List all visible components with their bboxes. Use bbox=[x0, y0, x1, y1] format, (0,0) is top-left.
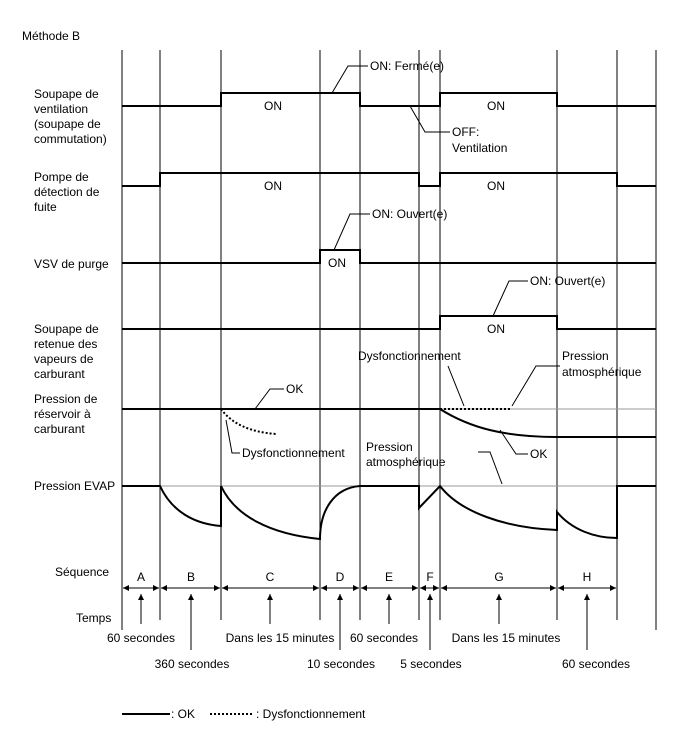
duration-pointers bbox=[138, 594, 590, 650]
phase-boundaries bbox=[159, 50, 618, 620]
time-label: Temps bbox=[76, 611, 111, 625]
tank-ok-callout-right: OK bbox=[530, 447, 547, 461]
row-labels: Soupape de ventilation (soupape de commu… bbox=[34, 87, 115, 493]
evap-atm-callout-2: atmosphérique bbox=[366, 455, 446, 469]
vapor-valve-signal: ON ON: Ouvert(e) bbox=[122, 274, 656, 336]
evap-pressure-signal: Pression atmosphérique bbox=[122, 440, 656, 541]
label-tank-pressure: Pression de réservoir à carburant bbox=[34, 392, 101, 436]
sequence-letter: B bbox=[187, 570, 195, 584]
evap-atm-callout-1: Pression bbox=[366, 440, 413, 454]
vent-off-callout-1: OFF: bbox=[452, 125, 479, 139]
sequence-label: Séquence bbox=[55, 565, 109, 579]
label-evap-pressure: Pression EVAP bbox=[34, 479, 115, 493]
sequence-letter: H bbox=[583, 570, 592, 584]
diagram-title: Méthode B bbox=[22, 29, 80, 43]
callout-leader bbox=[331, 65, 368, 94]
purge-open-callout: ON: Ouvert(e) bbox=[372, 207, 447, 221]
callout-leader bbox=[511, 365, 560, 407]
sequence-letter: C bbox=[266, 570, 275, 584]
sequence-letter: F bbox=[426, 570, 433, 584]
duration-label: 60 secondes bbox=[107, 631, 175, 645]
sequence-letters: A B C D E F G H bbox=[137, 570, 591, 584]
duration-label: Dans les 15 minutes bbox=[226, 631, 335, 645]
sequence-letter: G bbox=[494, 570, 503, 584]
callout-leader bbox=[409, 105, 450, 133]
label-vapor-valve: Soupape de retenue des vapeurs de carbur… bbox=[34, 322, 102, 381]
duration-label: 10 secondes bbox=[307, 657, 375, 671]
callout-leader bbox=[254, 388, 284, 410]
tank-atm-callout-2: atmosphérique bbox=[562, 365, 642, 379]
vent-valve-signal: ON ON ON: Fermé(e) OFF: Ventilation bbox=[122, 59, 656, 155]
callout-leader bbox=[333, 213, 370, 251]
label-leak-pump: Pompe de détection de fuite bbox=[34, 170, 103, 214]
tank-ok-callout: OK bbox=[286, 382, 303, 396]
state-on-label: ON bbox=[264, 179, 282, 193]
label-purge-vsv: VSV de purge bbox=[34, 257, 109, 271]
purge-vsv-signal: ON ON: Ouvert(e) bbox=[122, 207, 656, 270]
tank-pressure-signal: OK Dysfonctionnement Dysfonctionnement P… bbox=[122, 349, 656, 461]
state-on-label: ON bbox=[487, 99, 505, 113]
state-on-label: ON bbox=[328, 256, 346, 270]
sequence-letter: E bbox=[385, 570, 393, 584]
vapor-open-callout: ON: Ouvert(e) bbox=[530, 274, 605, 288]
duration-label: 60 secondes bbox=[350, 631, 418, 645]
tank-atm-callout-1: Pression bbox=[562, 349, 609, 363]
tank-malfunction-left bbox=[220, 408, 277, 435]
vent-closed-callout: ON: Fermé(e) bbox=[370, 59, 444, 73]
callout-leader bbox=[478, 451, 503, 485]
state-on-label: ON bbox=[487, 179, 505, 193]
duration-labels: 60 secondes Dans les 15 minutes 60 secon… bbox=[107, 631, 630, 671]
state-on-label: ON bbox=[487, 322, 505, 336]
duration-label: 60 secondes bbox=[562, 657, 630, 671]
legend-ok-label: : OK bbox=[171, 707, 195, 721]
state-on-label: ON bbox=[264, 99, 282, 113]
duration-label: 360 secondes bbox=[155, 657, 230, 671]
legend-malfunction-label: : Dysfonctionnement bbox=[256, 707, 366, 721]
tank-malfunction-callout-left: Dysfonctionnement bbox=[242, 446, 345, 460]
vent-off-callout-2: Ventilation bbox=[452, 141, 507, 155]
legend: : OK : Dysfonctionnement bbox=[122, 707, 366, 721]
tank-malfunction-callout-right: Dysfonctionnement bbox=[358, 349, 461, 363]
callout-leader bbox=[499, 429, 528, 455]
callout-leader bbox=[225, 419, 240, 454]
callout-leader bbox=[447, 365, 465, 407]
duration-label: 5 secondes bbox=[400, 657, 461, 671]
label-vent-valve: Soupape de ventilation (soupape de commu… bbox=[34, 87, 107, 146]
sequence-letter: D bbox=[336, 570, 345, 584]
duration-label: Dans les 15 minutes bbox=[452, 631, 561, 645]
leak-pump-signal: ON ON bbox=[122, 172, 656, 193]
sequence-letter: A bbox=[137, 570, 145, 584]
callout-leader bbox=[492, 280, 528, 317]
